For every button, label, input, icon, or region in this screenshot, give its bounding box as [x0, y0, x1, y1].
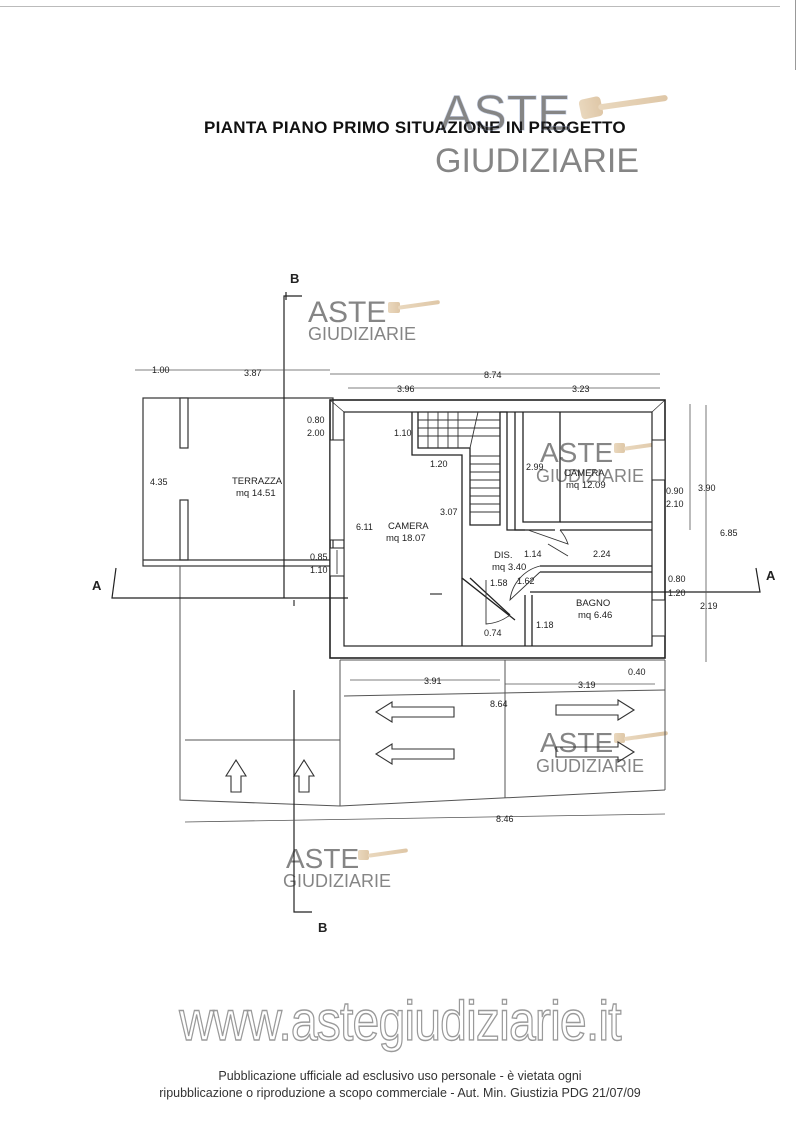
watermark-giudiziarie: GIUDIZIARIE — [536, 756, 644, 776]
gavel-icon — [614, 733, 625, 743]
arrow-left-icon — [374, 743, 455, 765]
dim-8-64: 8.64 — [490, 699, 508, 709]
dim-0-90: 0.90 — [666, 486, 684, 496]
section-label-b-bottom: B — [318, 920, 327, 935]
staircase — [418, 411, 500, 513]
dim-8-46: 8.46 — [496, 814, 514, 824]
dim-2-99: 2.99 — [526, 462, 544, 472]
gavel-icon — [388, 302, 400, 313]
lower-area — [179, 566, 666, 807]
watermark-logo-bottom: ASTE GIUDIZIARIE — [283, 843, 408, 891]
gavel-handle-icon — [624, 731, 668, 741]
dim-3-07: 3.07 — [440, 507, 458, 517]
gavel-handle-icon — [598, 95, 668, 111]
room-name-bagno: BAGNO — [576, 598, 610, 609]
dim-3-19: 3.19 — [578, 680, 596, 690]
dim-2-10: 2.10 — [666, 499, 684, 509]
room-name-camera-small: CAMERA — [564, 468, 605, 479]
dim-0-85: 0.85 — [310, 552, 328, 562]
room-area-camera-small: mq 12.09 — [566, 480, 606, 491]
section-label-a-right: A — [766, 568, 776, 583]
notice-line-1: Pubblicazione ufficiale ad esclusivo uso… — [218, 1069, 582, 1083]
scan-right-edge — [795, 0, 796, 70]
dim-1-10-a: 1.10 — [394, 428, 412, 438]
dim-3-23: 3.23 — [572, 384, 590, 394]
dim-6-85: 6.85 — [720, 528, 738, 538]
dim-1-20: 1.20 — [430, 459, 448, 469]
dim-6-11: 6.11 — [356, 522, 373, 532]
scan-top-edge — [0, 6, 780, 7]
gavel-icon — [578, 96, 604, 120]
watermark-giudiziarie: GIUDIZIARIE — [536, 466, 644, 486]
room-area-bagno: mq 6.46 — [578, 610, 612, 621]
watermark-website: www.astegiudiziarie.it — [179, 988, 623, 1052]
dim-0-74: 0.74 — [484, 628, 502, 638]
watermark-aste: ASTE — [540, 437, 613, 468]
building-walls — [329, 399, 666, 659]
watermark-aste: ASTE — [308, 296, 386, 329]
dim-2-00: 2.00 — [307, 428, 325, 438]
drawing-title: PIANTA PIANO PRIMO SITUAZIONE IN PROGETT… — [204, 118, 626, 137]
corridor-arrows — [225, 699, 636, 793]
dim-1-20-b: 1.20 — [668, 588, 686, 598]
dimension-lines — [135, 369, 707, 823]
dim-3-90: 3.90 — [698, 483, 716, 493]
interior-walls — [411, 411, 652, 646]
dim-1-58: 1.58 — [490, 578, 508, 588]
room-name-terrazza: TERRAZZA — [232, 476, 283, 487]
dim-4-35: 4.35 — [150, 477, 168, 487]
dim-0-80-a: 0.80 — [307, 415, 325, 425]
gavel-handle-icon — [398, 300, 440, 310]
arrow-right-icon — [555, 699, 636, 721]
arrow-left-icon — [374, 701, 455, 723]
arrow-up-icon — [293, 758, 315, 793]
dim-2-24: 2.24 — [593, 549, 611, 559]
room-area-dis: mq 3.40 — [492, 562, 526, 573]
watermark-aste: ASTE — [286, 843, 359, 874]
room-area-camera-main: mq 18.07 — [386, 533, 426, 544]
gavel-icon — [614, 443, 625, 453]
dim-1-10-b: 1.10 — [310, 565, 328, 575]
watermark-giudiziarie: GIUDIZIARIE — [283, 871, 391, 891]
room-name-dis: DIS. — [494, 550, 512, 561]
watermark-logo-top: ASTE GIUDIZIARIE — [435, 85, 668, 180]
gavel-icon — [358, 850, 369, 860]
dim-3-91: 3.91 — [424, 676, 442, 686]
dim-1-14: 1.14 — [524, 549, 542, 559]
watermark-logo-camera: ASTE GIUDIZIARIE — [536, 437, 664, 486]
dim-1-00: 1.00 — [152, 365, 170, 375]
watermark-logo-b: ASTE GIUDIZIARIE — [308, 296, 440, 344]
dim-0-80-b: 0.80 — [668, 574, 686, 584]
room-area-terrazza: mq 14.51 — [236, 488, 276, 499]
dim-3-87: 3.87 — [244, 368, 262, 378]
arrow-up-icon — [225, 758, 247, 793]
watermark-giudiziarie: GIUDIZIARIE — [308, 324, 416, 344]
dim-1-18: 1.18 — [536, 620, 554, 630]
publication-notice: Pubblicazione ufficiale ad esclusivo uso… — [0, 1068, 800, 1102]
watermark-logo-corridor: ASTE GIUDIZIARIE — [536, 727, 668, 776]
section-line-a — [111, 567, 761, 599]
arrow-right-icon — [555, 741, 636, 763]
gavel-handle-icon — [368, 848, 408, 858]
dim-0-40: 0.40 — [628, 667, 646, 677]
dim-2-19: 2.19 — [700, 601, 718, 611]
watermark-giudiziarie: GIUDIZIARIE — [435, 142, 639, 180]
notice-line-2: ripubblicazione o riproduzione a scopo c… — [159, 1086, 641, 1100]
stair-marker — [293, 593, 442, 606]
dim-3-96: 3.96 — [397, 384, 415, 394]
watermark-aste: ASTE — [540, 727, 613, 758]
dim-8-74: 8.74 — [484, 370, 502, 380]
section-line-b — [283, 292, 312, 913]
room-name-camera-main: CAMERA — [388, 521, 429, 532]
door-swings — [485, 529, 569, 625]
section-label-b-top: B — [290, 271, 299, 286]
section-label-a-left: A — [92, 578, 102, 593]
dim-1-62: 1.62 — [517, 576, 535, 586]
watermark-aste: ASTE — [440, 85, 571, 141]
